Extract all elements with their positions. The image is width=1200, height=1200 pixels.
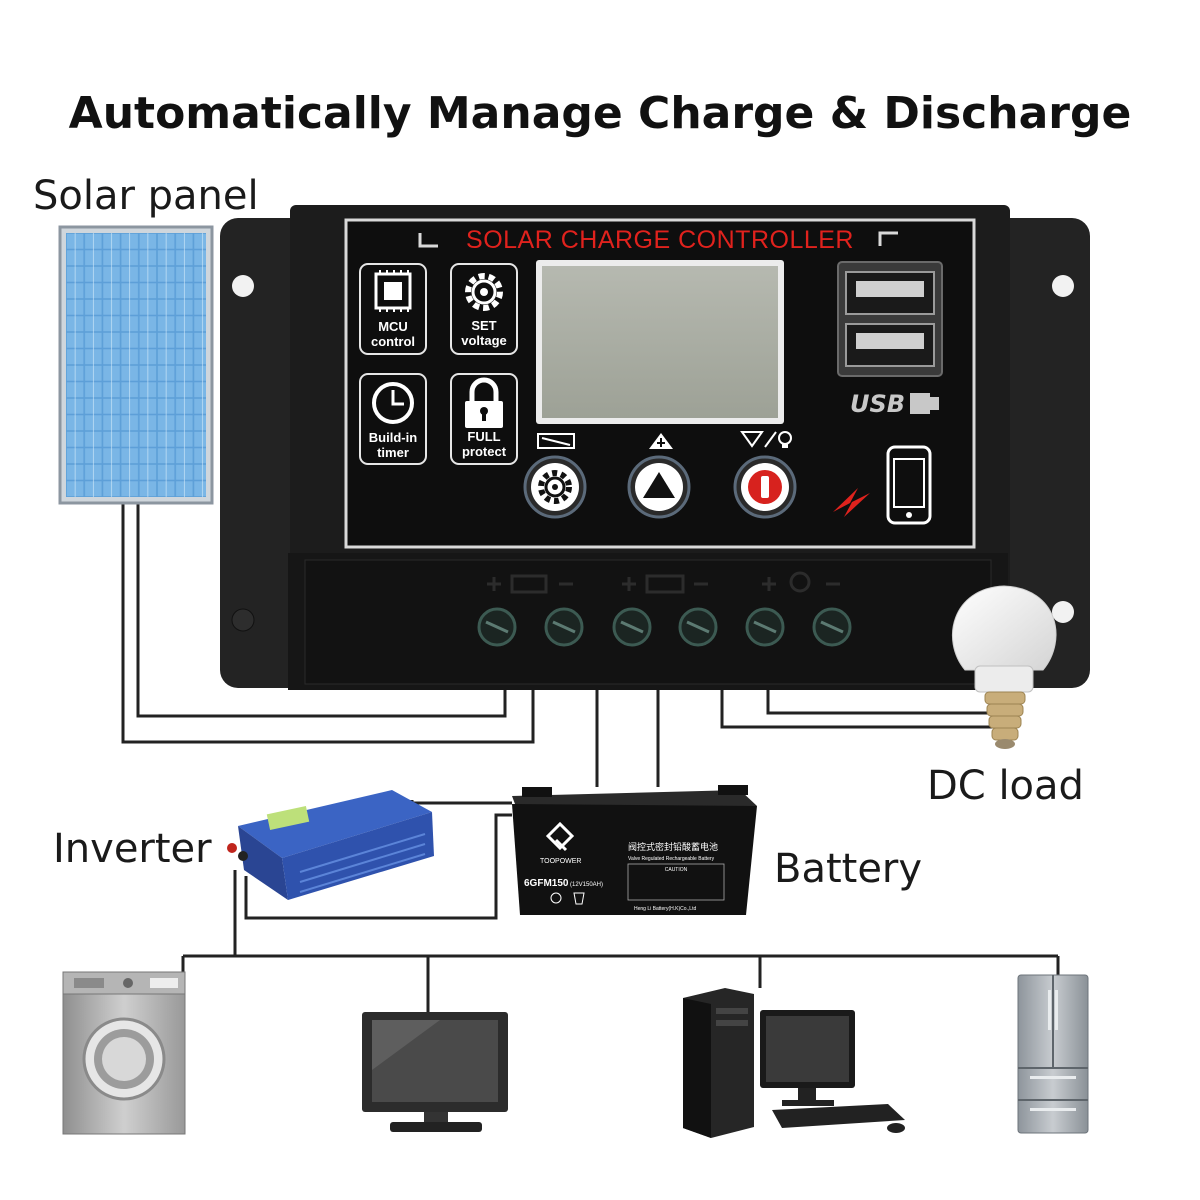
terminal-symbols (487, 571, 840, 594)
inverter (227, 790, 434, 900)
usb-plug-icon (910, 393, 939, 414)
lock-icon (465, 377, 503, 428)
feature-line1: FULL (467, 429, 500, 444)
solar-wire-positive (136, 503, 507, 718)
mount-hole (1052, 275, 1074, 297)
mount-hole (232, 275, 254, 297)
inverter-battery-wire-1 (410, 800, 512, 805)
down-bulb-icon (740, 431, 792, 448)
battery-subtitle: Valve Regulated Rechargeable Battery (628, 856, 715, 862)
inverter-label: Inverter (53, 826, 212, 872)
caution-box (627, 863, 725, 901)
screw-terminal (678, 607, 718, 647)
lcd-screen (542, 266, 778, 418)
feature-line1: SET (471, 318, 496, 333)
screw-terminals (477, 607, 852, 647)
clock-icon (372, 382, 414, 424)
page-title: Automatically Manage Charge & Discharge (68, 88, 1132, 139)
desktop-computer (683, 988, 905, 1138)
solar-wire-negative (121, 503, 535, 744)
brand-logo (545, 821, 575, 852)
screw-terminal (612, 607, 652, 647)
feature-line2: protect (462, 444, 507, 459)
load-wire-negative (766, 690, 1003, 715)
solar-panel-label: Solar panel (33, 173, 259, 219)
solar-panel (58, 225, 214, 505)
usb-ports (837, 261, 943, 377)
refrigerator (1017, 974, 1089, 1134)
smartphone-icon (886, 445, 932, 525)
controller-header: SOLAR CHARGE CONTROLLER (466, 226, 854, 254)
feature-build-in-timer: Build-in timer (359, 373, 427, 465)
bin-icon (573, 892, 585, 905)
usb-label: USB (850, 390, 905, 418)
feature-mcu-control: MCU control (359, 263, 427, 355)
screw-terminal (812, 607, 852, 647)
feature-line2: timer (377, 445, 409, 460)
settings-button[interactable] (523, 455, 587, 519)
feature-set-voltage: SET voltage (450, 263, 518, 355)
dc-load-label: DC load (927, 763, 1084, 809)
up-button[interactable] (627, 455, 691, 519)
battery-brand: TOOPOWER (540, 858, 581, 865)
load-wire-positive (720, 690, 1003, 729)
battery: TOOPOWER 6GFM150 (12V150AH) 阀控式密封铅酸蓄电池 V… (512, 785, 757, 915)
wiring (121, 503, 1060, 1012)
gear-icon (538, 470, 572, 504)
screw-terminal (745, 607, 785, 647)
washing-machine (62, 971, 186, 1135)
battery-glyph-icon (537, 433, 575, 449)
screw-terminal (544, 607, 584, 647)
solar-charge-controller: SOLAR CHARGE CONTROLLER MCU control SET … (220, 205, 1090, 690)
power-button[interactable] (733, 455, 797, 519)
feature-line1: Build-in (369, 430, 417, 445)
battery-label: Battery (774, 846, 923, 892)
feature-line2: voltage (461, 333, 507, 348)
feature-line1: MCU (378, 319, 408, 334)
plus-triangle-icon (649, 433, 673, 449)
battery-caution: CAUTION (665, 867, 688, 873)
right-flange (990, 218, 1090, 688)
feature-line2: control (371, 334, 415, 349)
chip-icon (374, 270, 412, 312)
mount-hole (231, 608, 255, 632)
gear-icon (465, 273, 503, 311)
light-bulb (952, 585, 1057, 749)
mount-hole (1052, 601, 1074, 623)
battery-spec: (12V150AH) (570, 882, 603, 888)
up-arrow-icon (643, 472, 675, 498)
battery-maker: Heng Li Battery(H.K)Co.,Ltd (634, 906, 696, 912)
monitor (362, 1012, 508, 1132)
feature-full-protect: FULL protect (450, 373, 518, 465)
battery-model: 6GFM150 (524, 878, 569, 889)
battery-chinese-title: 阀控式密封铅酸蓄电池 (628, 841, 718, 852)
inverter-battery-wire-2 (244, 813, 512, 920)
recycle-icon (550, 892, 562, 904)
screw-terminal (477, 607, 517, 647)
